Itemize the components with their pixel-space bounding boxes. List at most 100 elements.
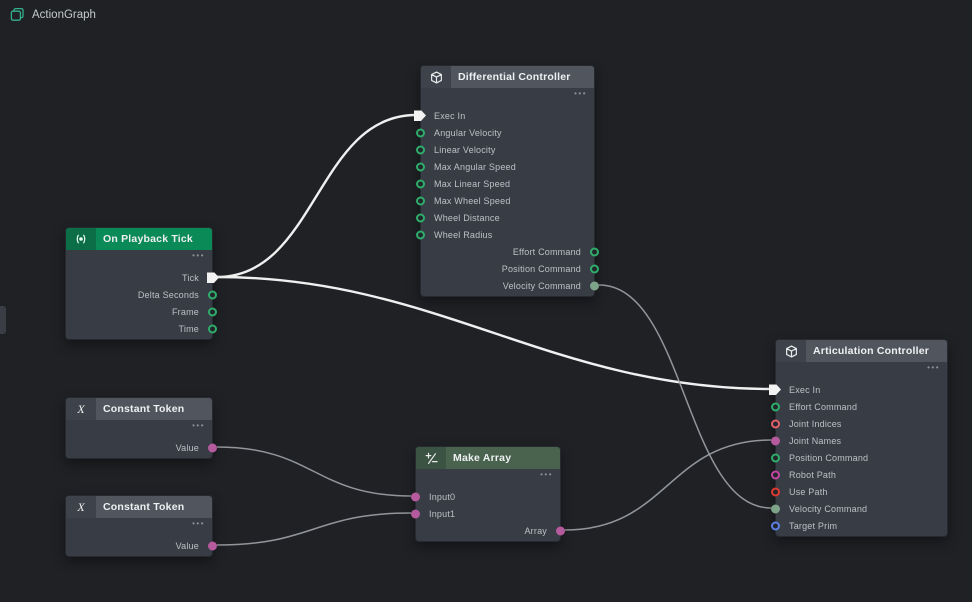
node-options-button[interactable]: •••: [192, 251, 205, 260]
data-pin[interactable]: [771, 436, 780, 445]
node-title: On Playback Tick: [103, 233, 193, 245]
pin-row: Value: [66, 537, 217, 554]
graph-title-bar: ActionGraph: [10, 7, 96, 22]
pin-row: Time: [66, 320, 217, 337]
exec-pin[interactable]: [769, 384, 781, 395]
pin-label: Input1: [429, 508, 456, 519]
pin-row: Position Command: [421, 260, 599, 277]
node-header[interactable]: Articulation Controller: [776, 340, 947, 362]
pin-label: Position Command: [789, 452, 869, 463]
data-pin[interactable]: [411, 509, 420, 518]
array-icon: [416, 447, 446, 469]
data-pin[interactable]: [416, 145, 425, 154]
graph-title: ActionGraph: [32, 8, 96, 21]
data-pin[interactable]: [208, 324, 217, 333]
pin-label: Exec In: [789, 384, 821, 395]
data-pin[interactable]: [590, 247, 599, 256]
cube-icon: [776, 340, 806, 362]
data-pin[interactable]: [416, 196, 425, 205]
pin-row: Velocity Command: [771, 500, 947, 517]
pin-label: Linear Velocity: [434, 144, 496, 155]
pin-label: Joint Names: [789, 435, 842, 446]
connection-wire-data[interactable]: [216, 446, 412, 497]
data-pin[interactable]: [771, 453, 780, 462]
pin-row: Wheel Distance: [416, 209, 594, 226]
node-title: Articulation Controller: [813, 345, 930, 357]
data-pin[interactable]: [416, 128, 425, 137]
node-articulation-controller[interactable]: Articulation Controller ••• Exec In Effort …: [769, 339, 948, 537]
pin-row: Velocity Command: [421, 277, 599, 294]
pin-row: Effort Command: [421, 243, 599, 260]
node-options-button[interactable]: •••: [192, 519, 205, 528]
data-pin[interactable]: [208, 307, 217, 316]
pin-label: Value: [175, 540, 199, 551]
pin-label: Effort Command: [789, 401, 858, 412]
connection-wire-data[interactable]: [564, 439, 772, 531]
broadcast-icon: [66, 228, 96, 250]
node-header[interactable]: Make Array: [416, 447, 560, 469]
node-title: Make Array: [453, 452, 512, 464]
data-pin[interactable]: [590, 281, 599, 290]
connection-wire-data[interactable]: [216, 512, 412, 546]
pin-label: Wheel Distance: [434, 212, 500, 223]
data-pin[interactable]: [416, 162, 425, 171]
pin-row: Angular Velocity: [416, 124, 594, 141]
pin-row: Effort Command: [771, 398, 947, 415]
pin-label: Position Command: [501, 263, 581, 274]
node-title: Constant Token: [103, 403, 185, 415]
pin-row: Position Command: [771, 449, 947, 466]
pin-row: Input1: [411, 505, 560, 522]
connection-wire-data[interactable]: [598, 284, 772, 509]
exec-pin[interactable]: [414, 110, 426, 121]
data-pin[interactable]: [208, 290, 217, 299]
pin-row: Tick: [66, 269, 219, 286]
pin-label: Velocity Command: [789, 503, 868, 514]
pin-row: Max Wheel Speed: [416, 192, 594, 209]
pin-label: Use Path: [789, 486, 828, 497]
collapsed-panel-handle[interactable]: [0, 306, 6, 334]
data-pin[interactable]: [411, 492, 420, 501]
data-pin[interactable]: [771, 521, 780, 530]
data-pin[interactable]: [771, 419, 780, 428]
data-pin[interactable]: [590, 264, 599, 273]
data-pin[interactable]: [416, 213, 425, 222]
node-options-button[interactable]: •••: [574, 89, 587, 98]
pin-row: Delta Seconds: [66, 286, 217, 303]
node-options-button[interactable]: •••: [927, 363, 940, 372]
pin-row: Exec In: [769, 381, 947, 398]
data-pin[interactable]: [771, 487, 780, 496]
node-options-button[interactable]: •••: [540, 470, 553, 479]
data-pin[interactable]: [208, 541, 217, 550]
node-options-button[interactable]: •••: [192, 421, 205, 430]
node-header[interactable]: On Playback Tick: [66, 228, 212, 250]
data-pin[interactable]: [208, 443, 217, 452]
data-pin[interactable]: [771, 504, 780, 513]
node-title: Differential Controller: [458, 71, 571, 83]
node-header[interactable]: Differential Controller: [421, 66, 594, 88]
node-differential-controller[interactable]: Differential Controller••• Exec In Angular…: [414, 65, 599, 297]
data-pin[interactable]: [771, 402, 780, 411]
pin-row: Linear Velocity: [416, 141, 594, 158]
pin-label: Effort Command: [512, 246, 581, 257]
connection-wire-exec[interactable]: [216, 113, 417, 279]
pin-label: Angular Velocity: [434, 127, 502, 138]
pin-row: Joint Names: [771, 432, 947, 449]
data-pin[interactable]: [416, 230, 425, 239]
cube-icon: [421, 66, 451, 88]
data-pin[interactable]: [416, 179, 425, 188]
exec-pin[interactable]: [207, 272, 219, 283]
data-pin[interactable]: [556, 526, 565, 535]
data-pin[interactable]: [771, 470, 780, 479]
pin-row: Exec In: [414, 107, 594, 124]
